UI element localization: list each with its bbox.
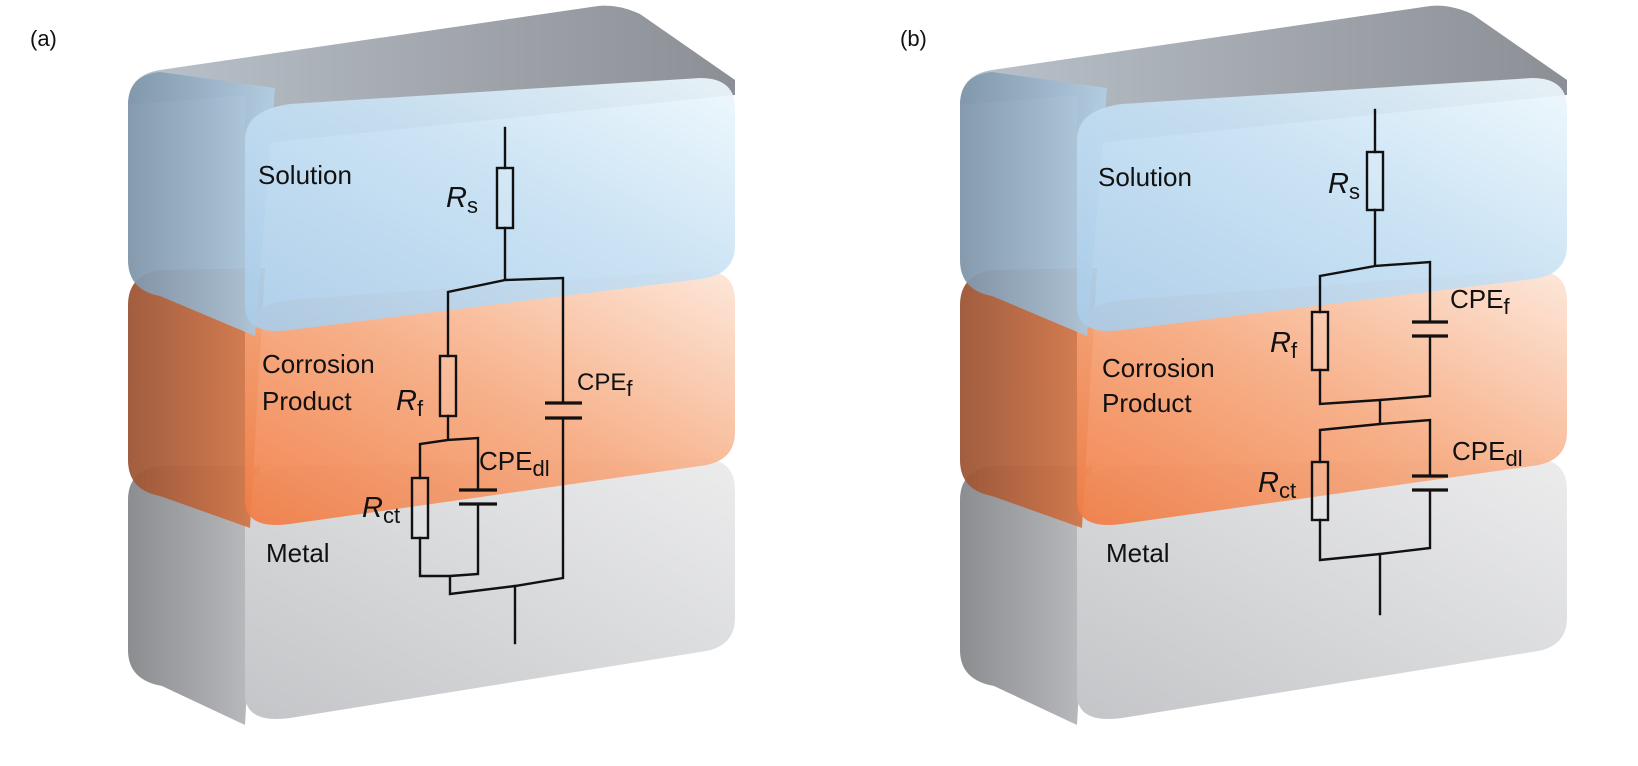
metal-label-b: Metal [1106,538,1170,568]
circuit-b [1310,108,1448,616]
corrosion-layer-a [128,268,735,528]
cpedl-label-a: CPEdl [479,446,550,481]
metal-layer-b [960,458,1567,725]
rct-label-b: Rct [1258,467,1296,503]
rct-label-a: Rct [362,492,400,528]
rf-label-a: Rf [396,385,424,421]
corrosion-label-line1-b: Corrosion [1102,353,1215,383]
cpef-capacitor-a [545,401,582,420]
solution-layer-a [128,5,735,336]
solution-label-a: Solution [258,160,352,190]
panel-a-label: (a) [30,26,57,51]
solution-layer-b [960,5,1567,336]
solution-label-b: Solution [1098,162,1192,192]
corrosion-layer-b [960,268,1567,528]
corrosion-label-line2-b: Product [1102,388,1192,418]
rs-resistor-b [1365,150,1385,212]
corrosion-label-line1-a: Corrosion [262,349,375,379]
rf-resistor-a [438,354,458,418]
cpef-label-b: CPEf [1450,284,1510,319]
panel-b: Solution Corrosion Product Metal Rs Rf C… [960,5,1567,725]
panel-b-label: (b) [900,26,927,51]
cpedl-label-b: CPEdl [1452,436,1523,471]
rf-resistor-b [1310,310,1330,372]
rf-label-b: Rf [1270,327,1298,363]
rs-resistor-a [495,166,515,230]
rs-label-b: Rs [1328,168,1360,204]
panel-a: Solution Corrosion Product Metal Rs Rf C… [128,5,735,725]
rct-resistor-a [410,476,430,540]
circuit-a [410,126,582,645]
cpef-label-a: CPEf [577,369,633,401]
rs-label-a: Rs [446,182,478,218]
corrosion-label-line2-a: Product [262,386,352,416]
metal-label-a: Metal [266,538,330,568]
rct-resistor-b [1310,460,1330,522]
